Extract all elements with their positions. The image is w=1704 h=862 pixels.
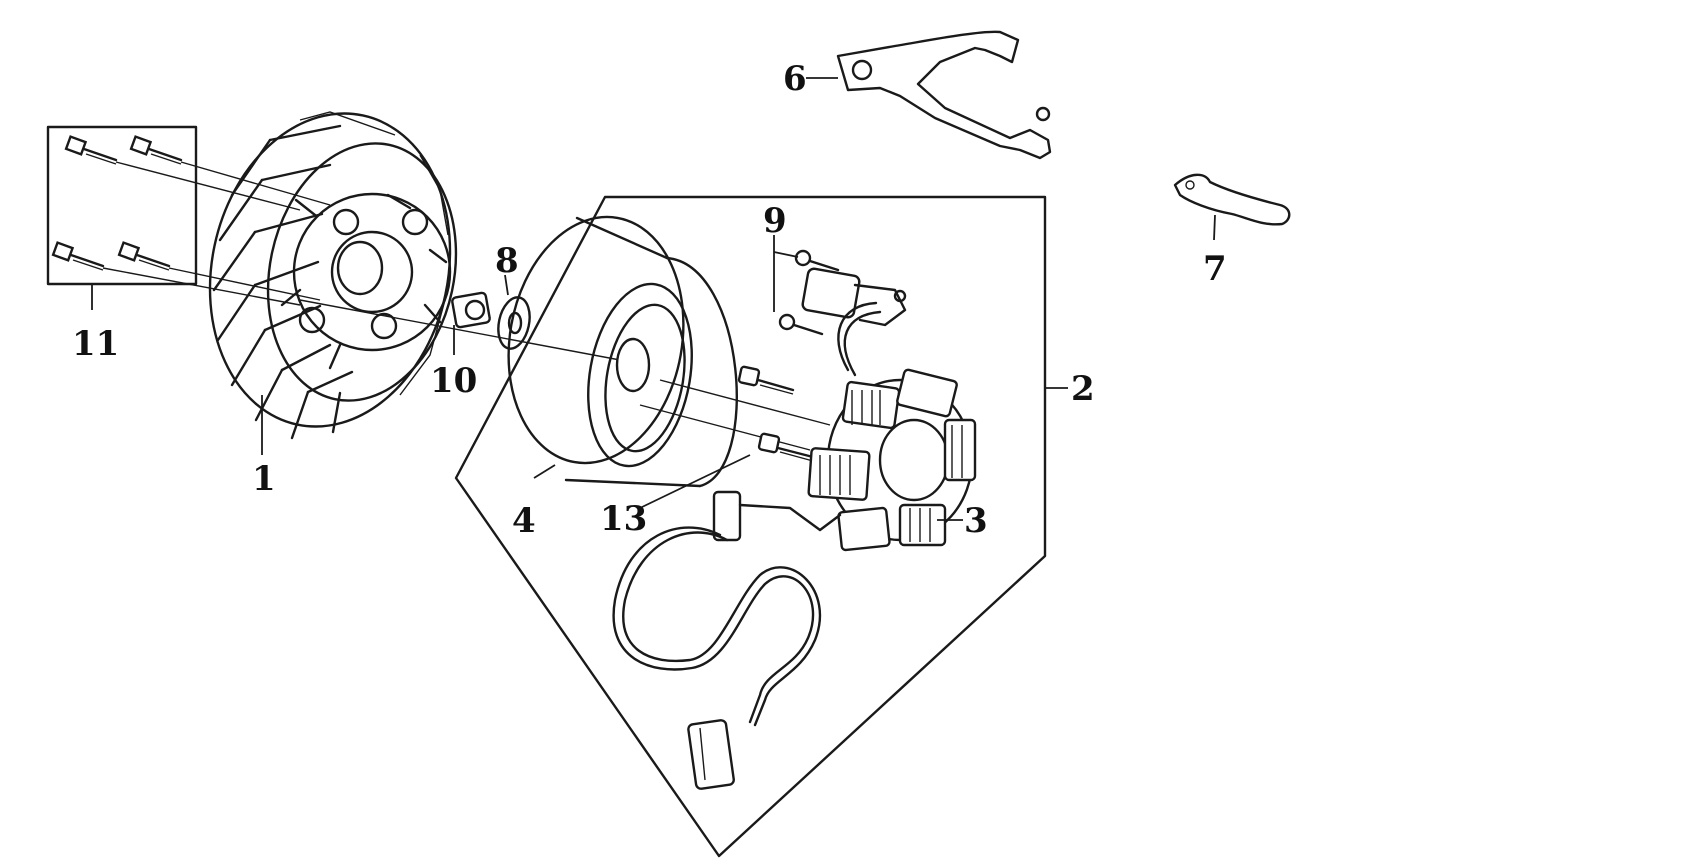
bolt	[64, 135, 118, 165]
bolt-set-part	[46, 125, 331, 306]
assembly-group-outline	[454, 195, 1047, 858]
callout-11: 11	[72, 324, 119, 364]
clip-part	[1173, 173, 1291, 241]
callout-1: 1	[252, 459, 276, 499]
pulser-coil-part	[773, 235, 907, 336]
flywheel-part	[507, 215, 831, 488]
wire-harness	[612, 301, 882, 790]
stator-part	[807, 368, 977, 552]
bracket-part	[806, 30, 1052, 160]
bolt-set-box	[46, 125, 198, 286]
screw	[794, 249, 840, 272]
bolt	[129, 135, 183, 165]
callout-10: 10	[430, 361, 477, 401]
callout-8: 8	[495, 241, 519, 281]
callout-7: 7	[1203, 249, 1227, 289]
bolt	[117, 241, 171, 271]
nut-part	[451, 291, 491, 355]
bolt	[51, 241, 105, 271]
cooling-fan-part	[208, 111, 458, 440]
callout-2: 2	[1071, 369, 1095, 409]
stator-screws-part	[639, 365, 815, 509]
screw	[778, 313, 824, 336]
callout-3: 3	[964, 501, 988, 541]
callout-9: 9	[763, 201, 787, 241]
callout-6: 6	[783, 59, 807, 99]
callout-13: 13	[600, 499, 647, 539]
callout-4: 4	[512, 501, 536, 541]
